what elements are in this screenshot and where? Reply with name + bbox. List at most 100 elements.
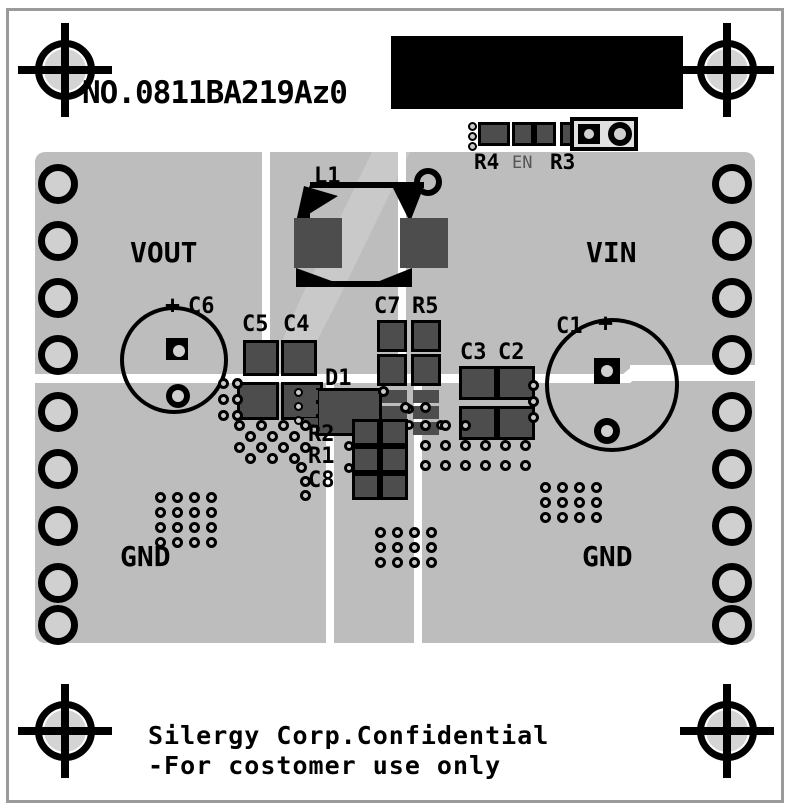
pad-r5-top	[411, 320, 441, 352]
via	[574, 482, 585, 493]
via	[540, 497, 551, 508]
pad-d1-left-1	[304, 390, 318, 400]
via	[206, 537, 217, 548]
via	[234, 420, 245, 431]
pad-c8-right	[380, 473, 408, 500]
designator-c4: C4	[283, 312, 310, 337]
via	[267, 453, 278, 464]
via	[468, 122, 477, 131]
via	[155, 507, 166, 518]
via	[500, 440, 511, 451]
net-label-vout: VOUT	[130, 236, 198, 269]
designator-c1: C1	[556, 314, 583, 339]
via	[468, 142, 477, 151]
via	[189, 537, 200, 548]
via	[426, 527, 437, 538]
via	[591, 482, 602, 493]
fiducial-bottom-left	[18, 684, 112, 778]
board-number-text: NO.0811BA219Az0	[82, 75, 348, 111]
via	[189, 507, 200, 518]
via	[460, 440, 471, 451]
via	[392, 542, 403, 553]
footer-line-2: -For costomer use only	[148, 751, 502, 780]
via	[591, 512, 602, 523]
via	[172, 522, 183, 533]
designator-c2: C2	[498, 340, 525, 365]
pad-r1-left	[352, 446, 380, 473]
via	[409, 527, 420, 538]
pad-c1-positive	[594, 358, 620, 384]
pad-c1-negative	[594, 418, 620, 444]
via	[500, 460, 511, 471]
pad-r1-right	[380, 446, 408, 473]
via	[155, 522, 166, 533]
designator-r1: R1	[308, 444, 335, 469]
designator-c7: C7	[374, 294, 401, 319]
pad-c6-negative	[166, 384, 190, 408]
via	[344, 441, 354, 451]
header-pin-1-square-pad	[578, 124, 600, 144]
via	[557, 497, 568, 508]
via	[375, 557, 386, 568]
mounting-pad	[38, 449, 78, 489]
fiducial-top-right	[680, 23, 774, 117]
via	[420, 402, 431, 413]
isolation-gap-vertical-lower-left	[326, 383, 334, 643]
via	[426, 542, 437, 553]
via	[206, 507, 217, 518]
pad-r2-left	[352, 419, 380, 446]
via	[289, 453, 300, 464]
header-pin-2-round-pad	[608, 122, 632, 146]
via	[296, 462, 307, 473]
pad-en-right	[534, 122, 556, 146]
via	[267, 431, 278, 442]
mounting-pad	[38, 278, 78, 318]
smd-pad	[413, 390, 439, 403]
pad-c5-bottom	[237, 382, 279, 420]
via	[206, 522, 217, 533]
via	[172, 537, 183, 548]
designator-l1: L1	[314, 164, 341, 189]
isolation-gap-vertical-lower-right	[414, 383, 422, 643]
via	[300, 442, 311, 453]
via	[375, 527, 386, 538]
pad-r2-right	[380, 419, 408, 446]
mounting-pad	[38, 563, 78, 603]
mounting-pad	[38, 392, 78, 432]
via	[189, 492, 200, 503]
pad-c5-top	[243, 340, 279, 376]
via	[528, 412, 539, 423]
pad-en-left	[512, 122, 534, 146]
via	[218, 378, 229, 389]
via	[232, 394, 243, 405]
via	[480, 460, 491, 471]
mounting-pad	[38, 605, 78, 645]
footer-line-1: Silergy Corp.Confidential	[148, 721, 550, 750]
via	[392, 527, 403, 538]
via	[420, 420, 431, 431]
mounting-pad	[38, 221, 78, 261]
via	[232, 378, 243, 389]
via	[468, 132, 477, 141]
pad-l1-left	[294, 218, 342, 268]
pad-c7-bottom	[377, 354, 407, 386]
via	[375, 542, 386, 553]
via	[557, 512, 568, 523]
mounting-pad	[712, 605, 752, 645]
mounting-pad	[712, 164, 752, 204]
redacted-block	[391, 36, 683, 109]
designator-c5: C5	[242, 312, 269, 337]
mounting-pad	[712, 563, 752, 603]
via	[344, 463, 354, 473]
pad-c4-top	[281, 340, 317, 376]
pad-d1-left-2	[304, 404, 318, 414]
via	[218, 410, 229, 421]
via	[294, 402, 303, 411]
via	[420, 440, 431, 451]
via	[420, 460, 431, 471]
designator-r5: R5	[412, 294, 439, 319]
mounting-pad	[38, 506, 78, 546]
via	[520, 460, 531, 471]
mounting-pad	[712, 449, 752, 489]
